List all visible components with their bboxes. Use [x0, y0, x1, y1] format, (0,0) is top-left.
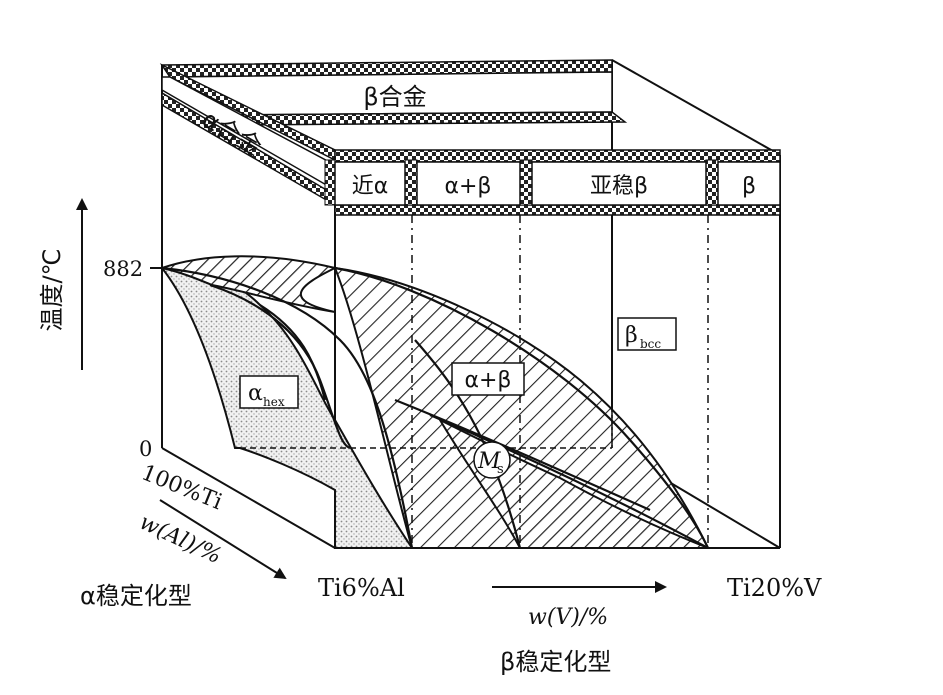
- metastable-beta-box: [531, 161, 707, 206]
- x-start-label: Ti6%Al: [318, 574, 405, 602]
- near-alpha-label: 近α: [352, 174, 389, 199]
- v-axis-label: w(V)/%: [528, 605, 608, 630]
- front-band-row: 近α α+β 亚稳β β: [324, 149, 781, 216]
- beta-box: [717, 161, 781, 206]
- x-end-label: Ti20%V: [727, 574, 822, 602]
- ms-curve-2: [394, 398, 651, 512]
- ti-100-label: 100%Ti: [138, 460, 226, 515]
- metastable-beta-label: 亚稳β: [590, 174, 648, 199]
- beta-bcc-label-group: β bcc: [617, 317, 677, 351]
- alpha-hex-subscript: hex: [263, 395, 285, 409]
- y-axis: 温度/℃ 882 0: [38, 198, 162, 461]
- alpha-hex-label: α: [248, 381, 263, 406]
- alpha-boundary-2: [259, 304, 327, 401]
- alpha-alloy-band: α合金: [159, 63, 336, 207]
- top-right-edge: [611, 59, 781, 156]
- beta-transus-outer: [334, 266, 709, 549]
- alpha-stabilized-label: α稳定化型: [80, 582, 192, 610]
- beta-stabilized-label: β稳定化型: [500, 648, 611, 676]
- beta-bcc-label: β: [625, 323, 638, 348]
- alpha-beta-box: [416, 161, 521, 206]
- near-alpha-box: [334, 161, 406, 206]
- al-axis-label: w(Al)/%: [135, 510, 225, 570]
- phase-boundaries: [161, 266, 709, 549]
- alpha-beta-lower-bound: [414, 339, 522, 549]
- alpha-beta-label-group: α+β: [451, 362, 525, 396]
- ms-subscript: s: [497, 462, 504, 477]
- ms-label: M: [477, 449, 501, 474]
- ms-label-group: M s: [473, 441, 511, 479]
- alpha-hex-label-group: α hex: [239, 375, 299, 409]
- alpha-beta-region-label: α+β: [465, 368, 512, 393]
- beta-band-label: β: [742, 174, 756, 199]
- beta-transus-inner: [161, 266, 414, 549]
- tick-882: 882: [103, 257, 143, 281]
- beta-alloy-label: β合金: [363, 83, 426, 111]
- depth-axis: 100%Ti w(Al)/% α稳定化型: [80, 460, 287, 610]
- y-axis-label: 温度/℃: [38, 248, 66, 331]
- beta-alloy-band: β合金: [160, 59, 628, 126]
- bottom-left-edge: [161, 447, 336, 549]
- beta-bcc-subscript: bcc: [640, 337, 661, 351]
- al-axis-arrow: [159, 499, 287, 580]
- tick-0: 0: [139, 437, 152, 461]
- alpha-beta-band-label: α+β: [445, 174, 492, 199]
- x-axis: Ti6%Al Ti20%V w(V)/% β稳定化型: [318, 574, 822, 676]
